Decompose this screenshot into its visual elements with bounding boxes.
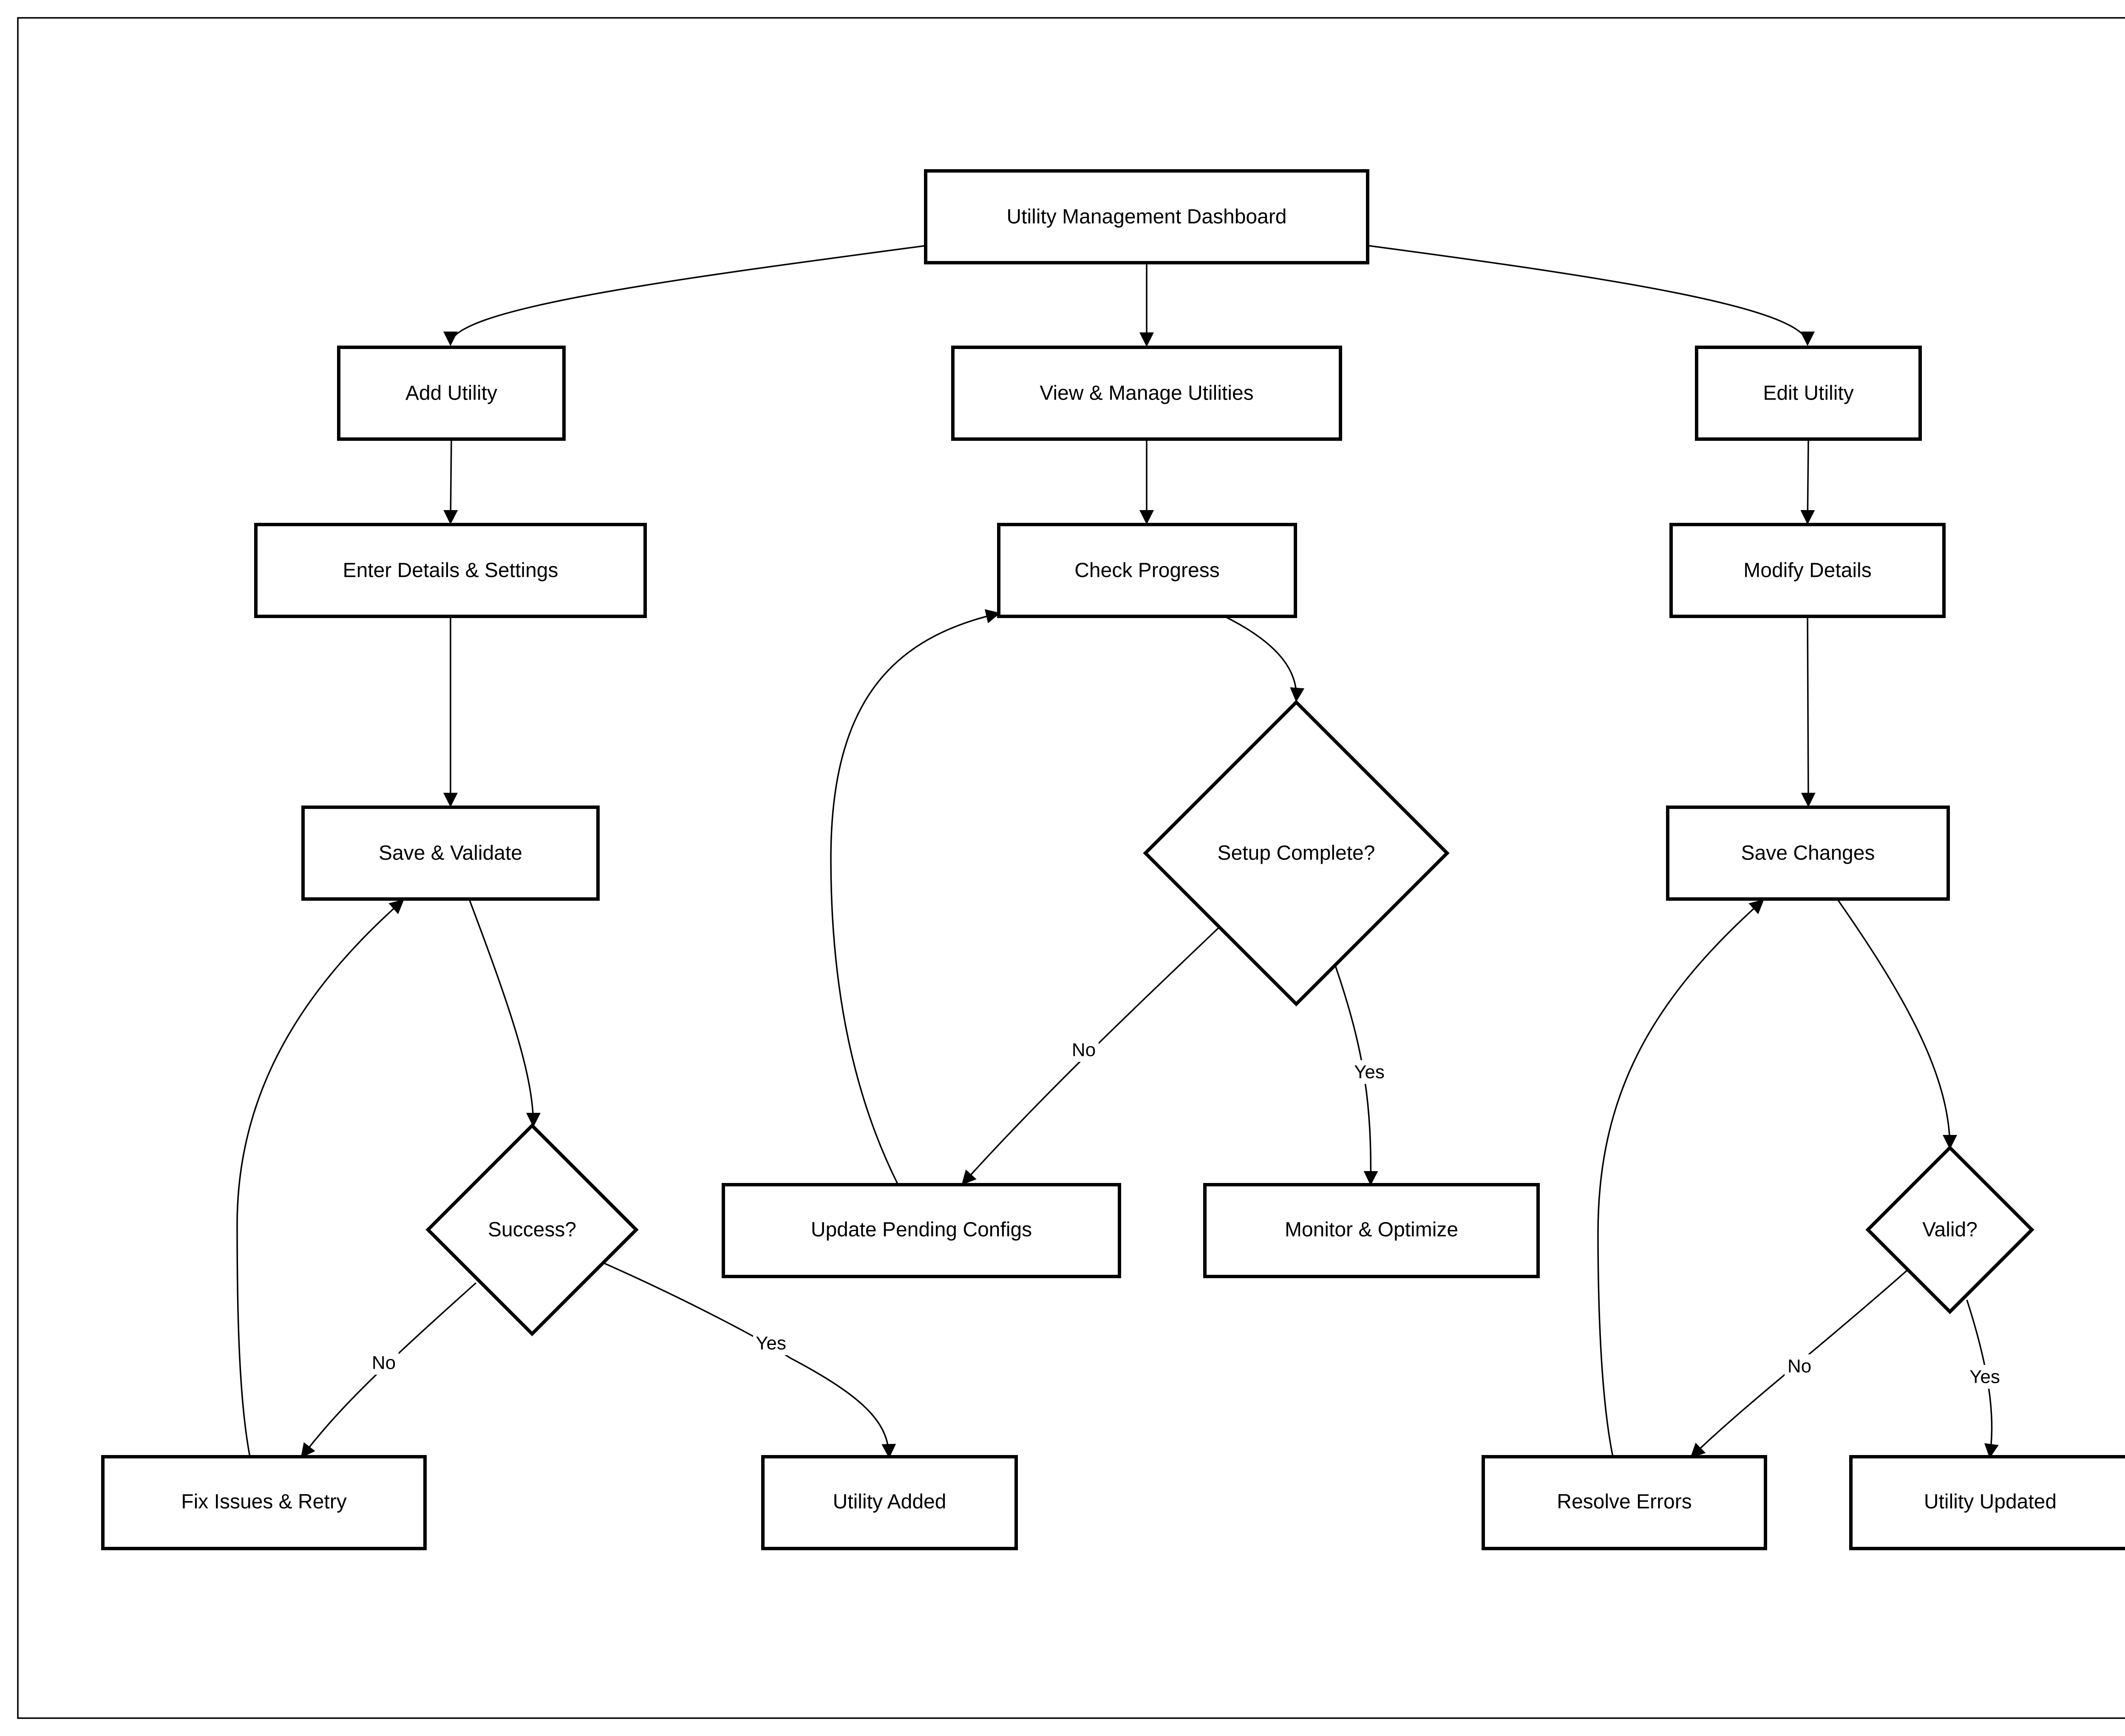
node-update-pending-label: Update Pending Configs — [811, 1219, 1032, 1241]
edge-valid-to-utility-updated — [1966, 1299, 1999, 1458]
node-resolve-errors-label: Resolve Errors — [1557, 1491, 1692, 1513]
node-utility-updated: Utility Updated — [1849, 1455, 2125, 1550]
node-dashboard-label: Utility Management Dashboard — [1007, 206, 1287, 228]
node-view-manage: View & Manage Utilities — [951, 346, 1342, 441]
node-success: Success? — [425, 1123, 639, 1336]
node-monitor-optimize-label: Monitor & Optimize — [1285, 1219, 1458, 1241]
diagram-frame — [17, 17, 2125, 1719]
node-modify-details-label: Modify Details — [1743, 559, 1871, 582]
edge-label-valid-yes: Yes — [1967, 1365, 2003, 1389]
node-utility-added: Utility Added — [761, 1455, 1018, 1550]
edge-label-success-no-text: No — [372, 1353, 396, 1373]
node-modify-details: Modify Details — [1669, 523, 1946, 618]
edge-dashboard-to-edit-utility — [1368, 245, 1815, 346]
node-edit-utility-label: Edit Utility — [1763, 382, 1853, 405]
node-save-changes-label: Save Changes — [1741, 842, 1875, 865]
edge-label-success-yes: Yes — [753, 1331, 789, 1355]
node-save-changes: Save Changes — [1666, 806, 1950, 901]
node-setup-complete-label: Setup Complete? — [1218, 842, 1375, 865]
node-valid: Valid? — [1865, 1145, 2034, 1314]
node-fix-issues-label: Fix Issues & Retry — [181, 1491, 346, 1513]
edge-label-setup-no: No — [1069, 1038, 1099, 1062]
edge-success-to-fix-issues — [300, 1282, 477, 1458]
edge-success-to-utility-added — [604, 1262, 896, 1458]
node-update-pending: Update Pending Configs — [722, 1183, 1121, 1278]
edge-label-success-no: No — [369, 1351, 399, 1375]
node-add-utility: Add Utility — [337, 346, 566, 441]
edge-valid-to-resolve-errors — [1690, 1269, 1908, 1458]
node-success-label: Success? — [488, 1219, 576, 1241]
node-check-progress-label: Check Progress — [1074, 559, 1219, 582]
node-save-validate-label: Save & Validate — [379, 842, 522, 865]
edge-save-changes-to-valid — [1837, 899, 1957, 1149]
node-dashboard: Utility Management Dashboard — [924, 169, 1369, 264]
edge-label-valid-no-text: No — [1788, 1356, 1811, 1377]
edge-label-success-yes-text: Yes — [756, 1333, 786, 1354]
node-edit-utility: Edit Utility — [1695, 346, 1922, 441]
node-add-utility-label: Add Utility — [405, 382, 497, 405]
node-valid-label: Valid? — [1922, 1219, 1978, 1241]
edge-update-pending-to-check-progress — [830, 609, 1000, 1184]
edge-add-utility-to-enter-details — [443, 439, 458, 525]
edge-label-setup-no-text: No — [1072, 1040, 1096, 1061]
edge-label-valid-no: No — [1785, 1354, 1814, 1378]
edge-resolve-errors-to-save-changes — [1597, 899, 1764, 1457]
edges — [236, 245, 1999, 1458]
node-utility-added-label: Utility Added — [833, 1491, 946, 1513]
edge-label-valid-yes-text: Yes — [1969, 1367, 2000, 1387]
edge-dashboard-to-add-utility — [443, 245, 926, 346]
edge-labels: No Yes No Yes No Yes — [369, 1038, 2003, 1389]
edge-label-setup-yes: Yes — [1352, 1060, 1387, 1084]
edge-check-progress-to-setup-complete — [1226, 616, 1305, 702]
node-resolve-errors: Resolve Errors — [1482, 1455, 1767, 1550]
nodes: Utility Management Dashboard Add Utility… — [101, 169, 2125, 1550]
node-fix-issues: Fix Issues & Retry — [101, 1455, 427, 1550]
node-utility-updated-label: Utility Updated — [1924, 1491, 2057, 1513]
node-check-progress: Check Progress — [997, 523, 1297, 618]
edge-label-setup-yes-text: Yes — [1354, 1062, 1385, 1083]
node-enter-details: Enter Details & Settings — [254, 523, 647, 618]
node-save-validate: Save & Validate — [301, 806, 600, 901]
node-setup-complete: Setup Complete? — [1143, 700, 1450, 1007]
edge-fix-issues-to-save-validate — [236, 899, 404, 1457]
edge-save-validate-to-success — [469, 900, 541, 1127]
node-monitor-optimize: Monitor & Optimize — [1203, 1183, 1540, 1278]
node-enter-details-label: Enter Details & Settings — [343, 559, 558, 582]
node-view-manage-label: View & Manage Utilities — [1040, 382, 1253, 405]
